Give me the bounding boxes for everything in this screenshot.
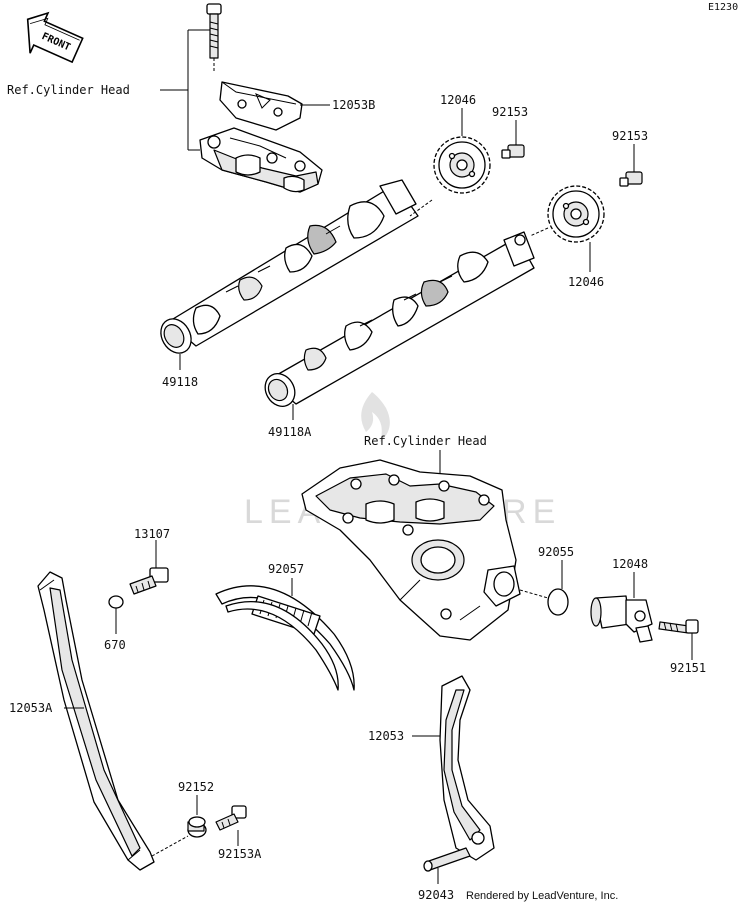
label-12046-top: 12046	[440, 93, 476, 107]
label-92043: 92043	[418, 888, 454, 902]
cylinder-head	[301, 459, 521, 641]
guide-bolt-13107	[129, 567, 169, 595]
diagram-code: E1230	[708, 2, 738, 13]
label-49118A: 49118A	[268, 425, 312, 439]
part-12053B-guide	[219, 81, 303, 131]
label-12053A: 12053A	[9, 701, 53, 715]
credit-text: Rendered by LeadVenture, Inc.	[466, 890, 618, 902]
label-12053B: 12053B	[332, 98, 375, 112]
collar-92152	[187, 816, 207, 838]
ref-cylinder-head-top: Ref.Cylinder Head	[7, 83, 130, 97]
sprocket-12046-right	[547, 185, 605, 243]
ref-bracket-top	[160, 29, 212, 151]
sprocket-bolt-92153-top	[501, 144, 525, 159]
label-49118: 49118	[162, 375, 198, 389]
label-92057: 92057	[268, 562, 304, 576]
o-ring-92055	[547, 588, 569, 616]
label-670: 670	[104, 638, 126, 652]
front-arrow-icon: FRONT	[26, 11, 84, 64]
camshaft-49118A	[264, 231, 535, 407]
cam-chain-92057	[215, 585, 355, 691]
label-92153-right: 92153	[612, 129, 648, 143]
label-12048: 12048	[612, 557, 648, 571]
label-12053: 12053	[368, 729, 404, 743]
bolt-92153A	[215, 805, 247, 831]
label-92055: 92055	[538, 545, 574, 559]
tensioner-bolt-92151	[658, 619, 699, 634]
cam-chain-tensioner-12048	[590, 595, 653, 643]
ref-cylinder-head-middle: Ref.Cylinder Head	[364, 434, 487, 448]
sprocket-12046-top	[433, 136, 491, 194]
pin-92043	[423, 847, 471, 872]
cam-holder-bolt	[206, 3, 222, 59]
label-92151: 92151	[670, 661, 706, 675]
label-92152: 92152	[178, 780, 214, 794]
washer-670	[108, 595, 124, 609]
cam-holder	[199, 127, 323, 193]
label-92153-top: 92153	[492, 105, 528, 119]
label-13107: 13107	[134, 527, 170, 541]
camshaft-49118	[160, 179, 419, 354]
label-92153A: 92153A	[218, 847, 262, 861]
chain-guide-12053A	[37, 571, 155, 871]
sprocket-bolt-92153-right	[619, 171, 643, 187]
label-12046-right: 12046	[568, 275, 604, 289]
chain-guide-12053	[439, 675, 495, 861]
